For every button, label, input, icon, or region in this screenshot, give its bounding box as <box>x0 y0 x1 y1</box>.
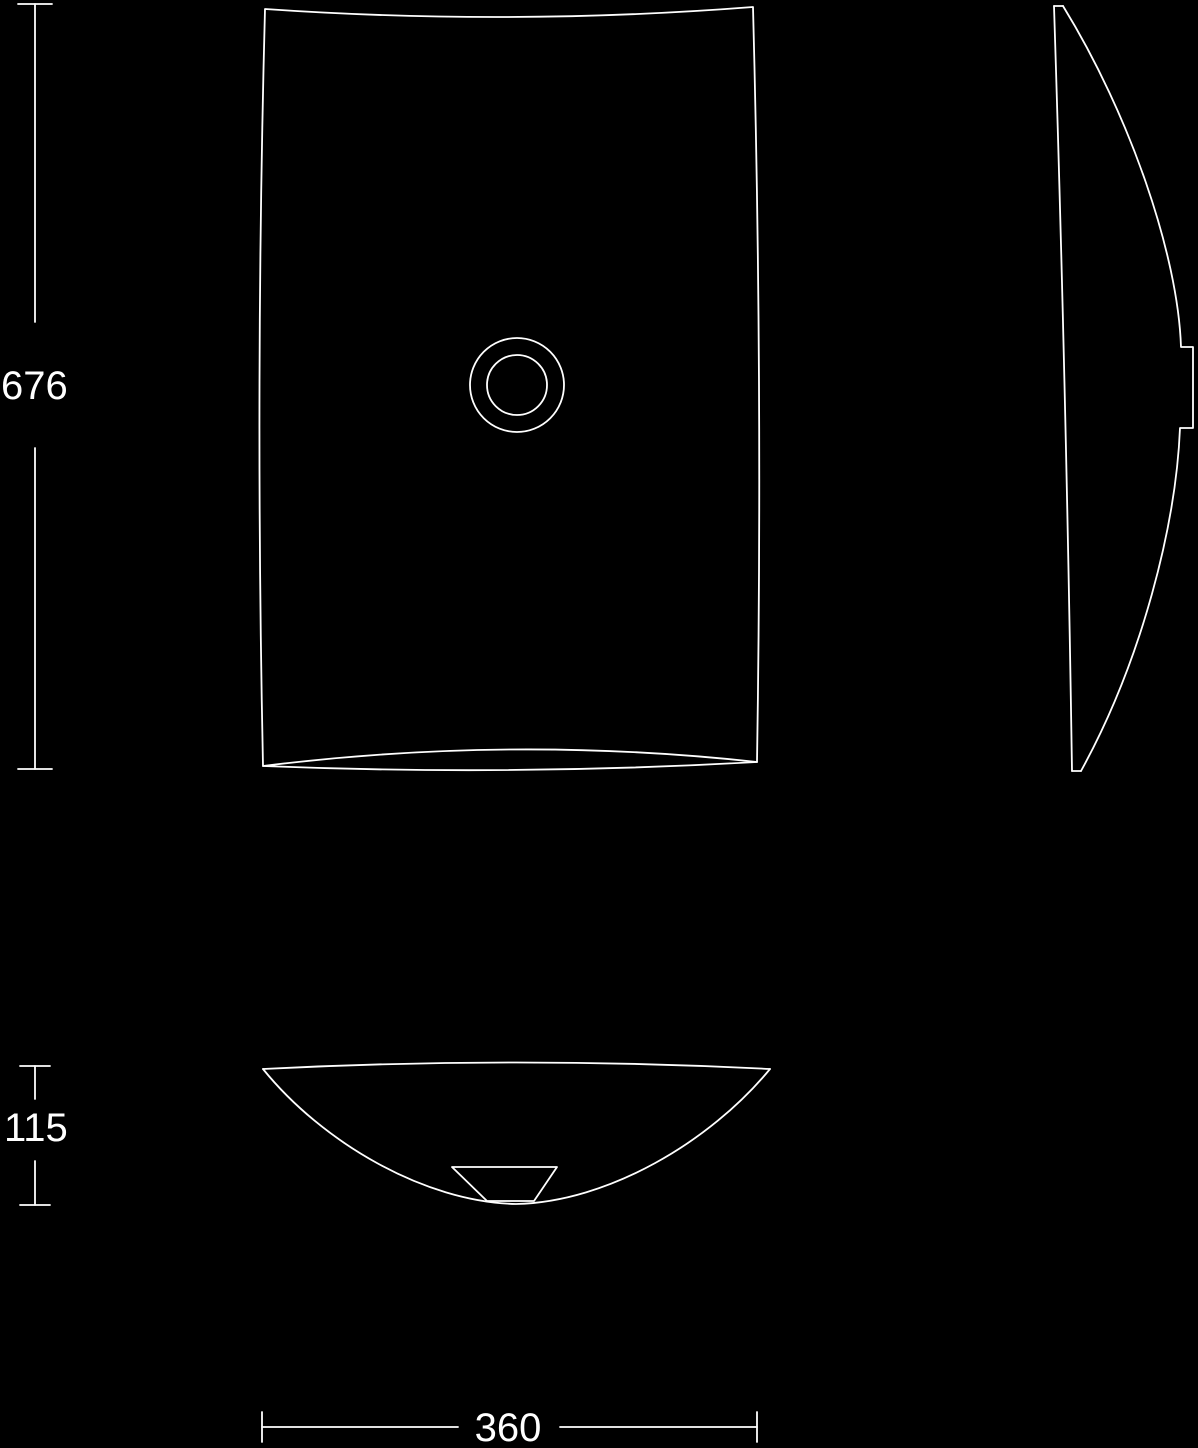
dimension-width-360: 360 <box>261 1406 758 1448</box>
plan-outline <box>258 6 761 772</box>
side-view-profile <box>1053 5 1194 772</box>
bowl-underside-curve <box>262 1068 771 1205</box>
side-bottom-profile <box>1062 5 1194 772</box>
dimension-length-676: 676 <box>1 3 68 770</box>
front-elevation-bowl <box>262 1061 771 1205</box>
dim-676-label: 676 <box>1 364 68 408</box>
waste-fitting-trapezoid <box>451 1166 558 1202</box>
dim-360-label: 360 <box>475 1406 542 1448</box>
top-view-plan <box>258 6 761 772</box>
drain-outer-circle <box>469 337 565 433</box>
side-rim-line <box>1053 5 1073 772</box>
plan-inner-bottom-curve <box>262 748 758 767</box>
dimension-height-115: 115 <box>4 1065 68 1206</box>
bowl-rim-line <box>262 1061 771 1070</box>
dim-115-label: 115 <box>4 1106 68 1150</box>
drain-inner-circle <box>486 354 548 416</box>
